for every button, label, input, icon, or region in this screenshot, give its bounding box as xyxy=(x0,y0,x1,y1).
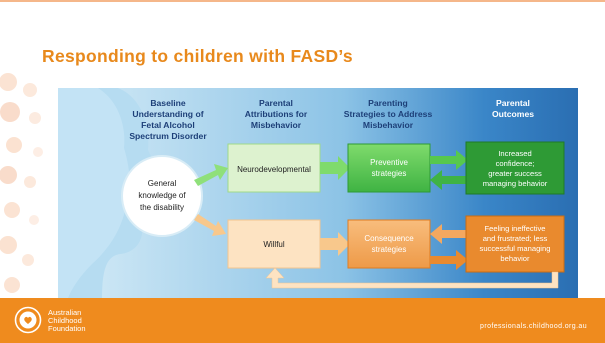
svg-text:confidence;: confidence; xyxy=(496,159,535,168)
org-name-line1: Australian xyxy=(48,308,82,317)
box-consequence xyxy=(347,219,431,269)
svg-text:strategies: strategies xyxy=(372,169,407,178)
arrow-circle-to-willful xyxy=(194,214,226,236)
arrow-circle-to-neuro xyxy=(194,164,228,186)
header-attributions: Parental Attributions for Misbehavior xyxy=(245,98,308,130)
svg-text:managing behavior: managing behavior xyxy=(483,179,548,188)
slide-top-border xyxy=(0,0,605,2)
org-name: Australian Childhood Foundation xyxy=(48,309,108,332)
org-name-line2: Childhood xyxy=(48,315,82,325)
box-neurodevelopmental-label: Neurodevelopmental xyxy=(237,165,311,174)
heart-logo-icon xyxy=(14,306,42,334)
org-name-line3: Foundation xyxy=(48,323,86,333)
header-outcomes-line1: Parental xyxy=(496,98,530,108)
header-outcomes-line2: Outcomes xyxy=(492,109,534,119)
header-baseline-line2: Understanding of xyxy=(132,109,203,119)
svg-text:Feeling ineffective: Feeling ineffective xyxy=(484,224,545,233)
svg-text:knowledge of: knowledge of xyxy=(138,191,186,200)
header-attributions-line1: Parental xyxy=(259,98,293,108)
header-baseline-line1: Baseline xyxy=(150,98,186,108)
baseline-circle xyxy=(121,155,203,237)
fasd-diagram: Baseline Understanding of Fetal Alcohol … xyxy=(58,88,578,298)
arrow-neuro-to-preventive xyxy=(320,156,350,180)
box-preventive-label: Preventive strategies xyxy=(370,158,408,178)
svg-text:successful managing: successful managing xyxy=(480,244,551,253)
header-attributions-line3: Misbehavior xyxy=(251,120,302,130)
box-willful xyxy=(227,219,321,269)
box-preventive xyxy=(347,143,431,193)
box-consequence-label: Consequence strategies xyxy=(364,234,414,254)
box-increased-confidence xyxy=(465,141,565,195)
header-baseline-line3: Fetal Alcohol xyxy=(141,120,195,130)
return-feedback-arrow xyxy=(265,267,559,289)
footer-url[interactable]: professionals.childhood.org.au xyxy=(480,323,587,330)
svg-text:behavior: behavior xyxy=(500,254,530,263)
baseline-circle-text: General knowledge of the disability xyxy=(138,179,186,212)
box-willful-label: Willful xyxy=(263,240,285,249)
svg-text:Increased: Increased xyxy=(498,149,531,158)
header-baseline-line4: Spectrum Disorder xyxy=(129,131,207,141)
svg-text:greater success: greater success xyxy=(488,169,542,178)
header-strategies: Parenting Strategies to Address Misbehav… xyxy=(344,98,433,130)
svg-text:General: General xyxy=(148,179,177,188)
orange-cycle-arrow-bottom xyxy=(430,250,468,270)
box-feeling-ineffective xyxy=(465,215,565,273)
box-feeling-ineffective-label: Feeling ineffective and frustrated; less… xyxy=(480,224,551,263)
svg-text:and frustrated; less: and frustrated; less xyxy=(483,234,548,243)
header-outcomes: Parental Outcomes xyxy=(492,98,534,119)
slide-title: Responding to children with FASD’s xyxy=(42,46,353,66)
box-increased-confidence-label: Increased confidence; greater success ma… xyxy=(483,149,548,188)
green-cycle-arrow-bottom xyxy=(430,170,468,190)
decorative-dots xyxy=(0,73,43,293)
svg-text:Preventive: Preventive xyxy=(370,158,408,167)
green-cycle-arrow-top xyxy=(430,150,468,170)
svg-text:the disability: the disability xyxy=(140,203,184,212)
orange-cycle-arrow-top xyxy=(430,224,468,244)
footer-bar: Australian Childhood Foundation professi… xyxy=(0,298,605,343)
svg-text:Consequence: Consequence xyxy=(364,234,414,243)
header-strategies-line1: Parenting xyxy=(368,98,408,108)
header-baseline: Baseline Understanding of Fetal Alcohol … xyxy=(129,98,207,141)
header-attributions-line2: Attributions for xyxy=(245,109,308,119)
header-strategies-line2: Strategies to Address xyxy=(344,109,433,119)
svg-text:strategies: strategies xyxy=(372,245,407,254)
header-strategies-line3: Misbehavior xyxy=(363,120,414,130)
arrow-willful-to-consequence xyxy=(320,232,350,256)
